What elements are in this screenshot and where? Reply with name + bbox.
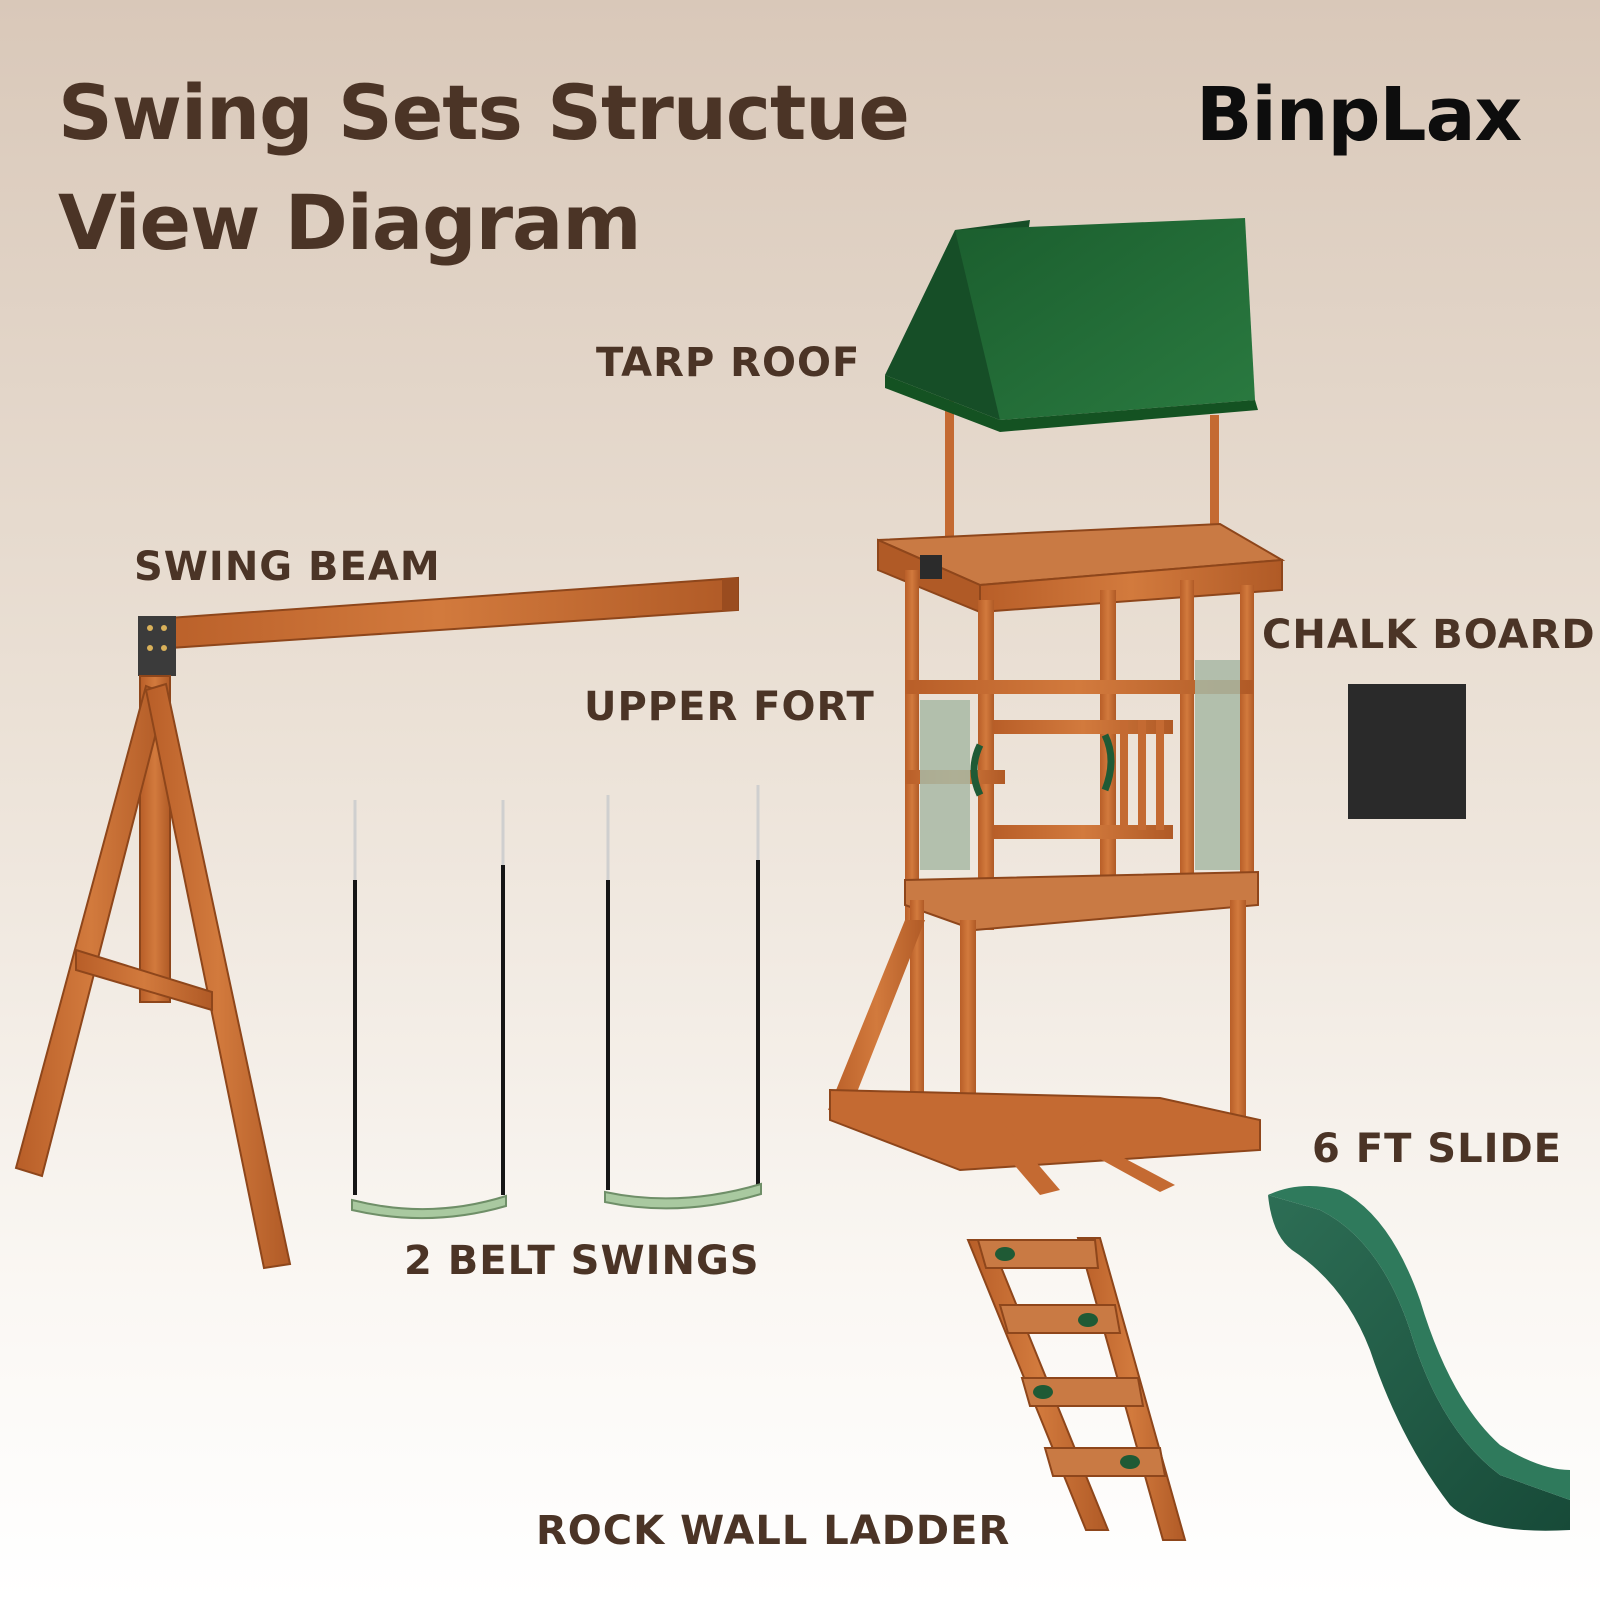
label-chalk-board: CHALK BOARD bbox=[1262, 612, 1596, 658]
swing-beam-end bbox=[722, 578, 738, 611]
swing-seat-2 bbox=[604, 1182, 762, 1210]
beam-bracket bbox=[138, 616, 176, 676]
belt-swing-1 bbox=[351, 800, 507, 1220]
tarp-roof bbox=[885, 218, 1258, 540]
rock-wall-ladder bbox=[966, 1237, 1187, 1541]
fort-base bbox=[829, 1088, 1261, 1172]
label-slide: 6 FT SLIDE bbox=[1312, 1126, 1562, 1172]
a-frame-cross-brace bbox=[75, 948, 213, 1012]
belt-swing-2 bbox=[604, 785, 762, 1210]
title-line-2: View Diagram bbox=[58, 178, 642, 267]
brand-logo: BinpLax bbox=[1196, 72, 1522, 158]
swing-seat-1 bbox=[351, 1194, 507, 1220]
climbing-rock bbox=[1120, 1455, 1140, 1469]
label-upper-fort: UPPER FORT bbox=[584, 684, 875, 730]
label-belt-swings: 2 BELT SWINGS bbox=[404, 1238, 760, 1284]
swing-beam-assembly bbox=[14, 576, 739, 1270]
label-swing-beam: SWING BEAM bbox=[134, 544, 441, 590]
fort-handle-right bbox=[1101, 733, 1115, 792]
fort-latch bbox=[920, 555, 942, 579]
title-line-1: Swing Sets Structue bbox=[58, 68, 910, 157]
climbing-rock bbox=[995, 1247, 1015, 1261]
climbing-rock bbox=[1033, 1385, 1053, 1399]
a-frame-right-leg bbox=[144, 682, 292, 1270]
climbing-rock bbox=[1078, 1313, 1098, 1327]
label-tarp-roof: TARP ROOF bbox=[596, 340, 861, 386]
fort-right-window bbox=[1195, 660, 1240, 870]
chalk-board bbox=[1348, 684, 1466, 819]
fort-deck bbox=[904, 870, 1259, 932]
fort-left-window bbox=[920, 700, 970, 870]
fort-handle-left bbox=[970, 743, 984, 797]
upper-fort bbox=[828, 522, 1286, 1195]
diagram-title: Swing Sets Structue View Diagram bbox=[58, 58, 910, 278]
label-rock-wall-ladder: ROCK WALL LADDER bbox=[536, 1508, 1011, 1554]
slide bbox=[1268, 1186, 1570, 1531]
